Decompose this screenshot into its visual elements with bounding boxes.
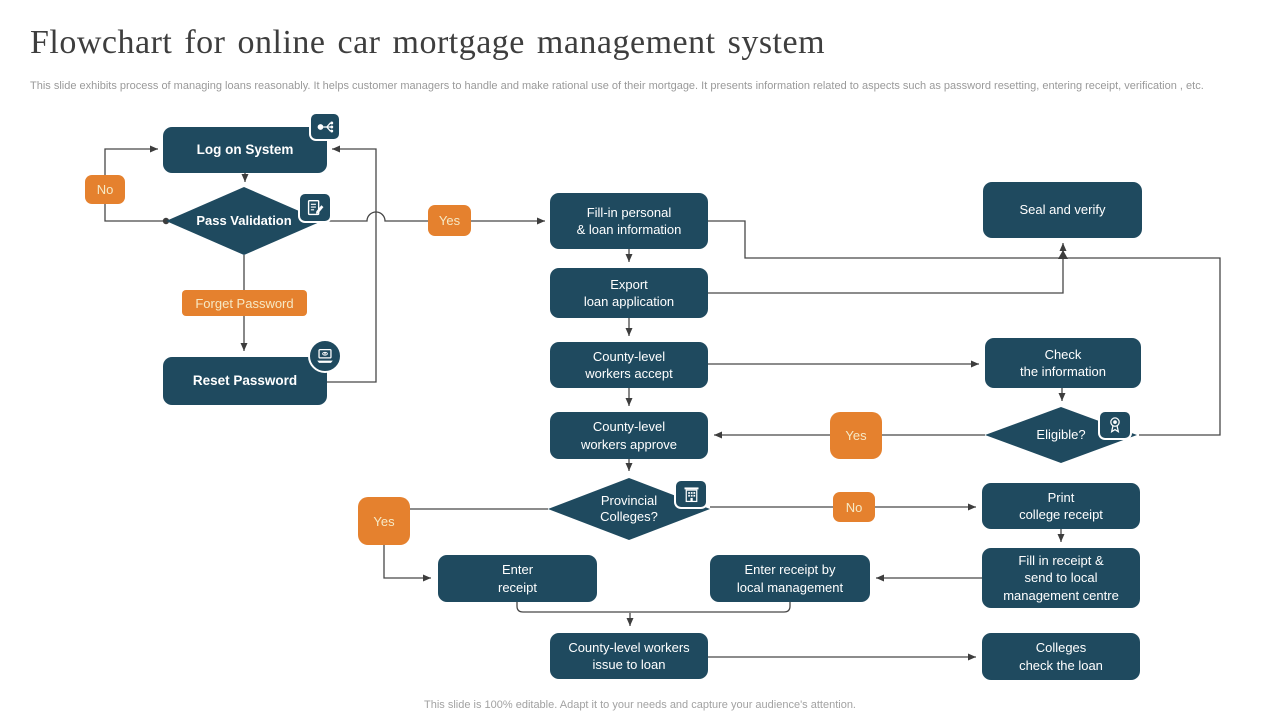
- node-county-workers-approve: County-level workers approve: [550, 412, 708, 459]
- building-icon: [674, 479, 708, 509]
- node-enter-receipt: Enter receipt: [438, 555, 597, 602]
- node-county-workers-accept: County-level workers accept: [550, 342, 708, 388]
- label-no-validation: No: [85, 175, 125, 204]
- slide-footer: This slide is 100% editable. Adapt it to…: [424, 699, 856, 711]
- page-title: Flowchart for online car mortgage manage…: [30, 24, 826, 61]
- clipboard-pen-icon: [298, 192, 332, 223]
- node-check-information: Check the information: [985, 338, 1141, 388]
- award-ribbon-icon: [1098, 410, 1132, 440]
- node-log-on-system: Log on System: [163, 127, 327, 173]
- laptop-icon: [308, 339, 342, 373]
- node-fill-in-personal: Fill-in personal & loan information: [550, 193, 708, 249]
- node-enter-receipt-local: Enter receipt by local management: [710, 555, 870, 602]
- node-print-college-receipt: Print college receipt: [982, 483, 1140, 529]
- branch-flow-icon: [309, 112, 341, 141]
- node-fill-in-receipt-send: Fill in receipt & send to local manageme…: [982, 548, 1140, 608]
- label-yes-eligible: Yes: [830, 412, 882, 459]
- label-forget-password: Forget Password: [182, 290, 307, 316]
- label-no-provincial: No: [833, 492, 875, 522]
- node-county-workers-issue-loan: County-level workers issue to loan: [550, 633, 708, 679]
- label-yes-validation: Yes: [428, 205, 471, 236]
- label-yes-provincial: Yes: [358, 497, 410, 545]
- slide-description: This slide exhibits process of managing …: [30, 80, 1204, 92]
- node-reset-password: Reset Password: [163, 357, 327, 405]
- node-seal-and-verify: Seal and verify: [983, 182, 1142, 238]
- node-export-loan-application: Export loan application: [550, 268, 708, 318]
- node-colleges-check-loan: Colleges check the loan: [982, 633, 1140, 680]
